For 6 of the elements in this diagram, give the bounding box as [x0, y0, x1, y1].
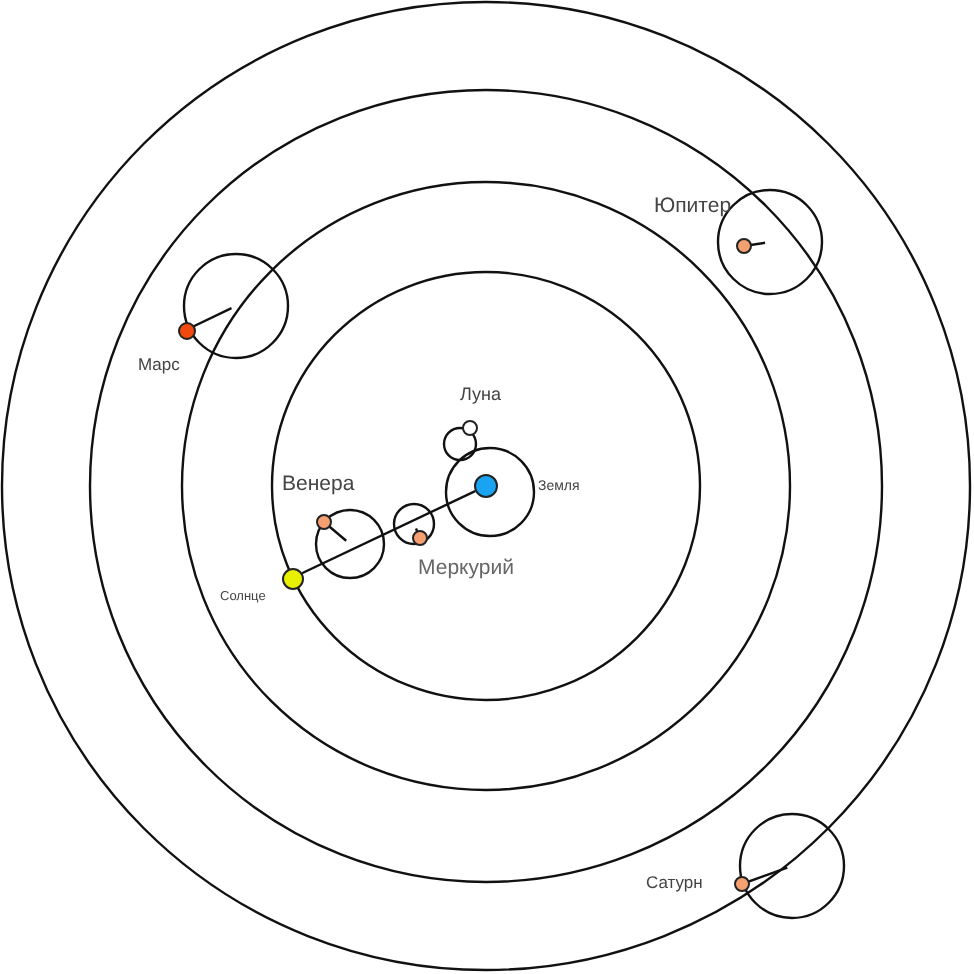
body-label: Марс: [138, 356, 180, 373]
body-label: Меркурий: [418, 558, 514, 579]
body-label: Венера: [282, 474, 355, 495]
body-label: Сатурн: [646, 874, 703, 891]
body-label: Луна: [460, 386, 501, 404]
body-label: Юпитер: [654, 196, 732, 217]
